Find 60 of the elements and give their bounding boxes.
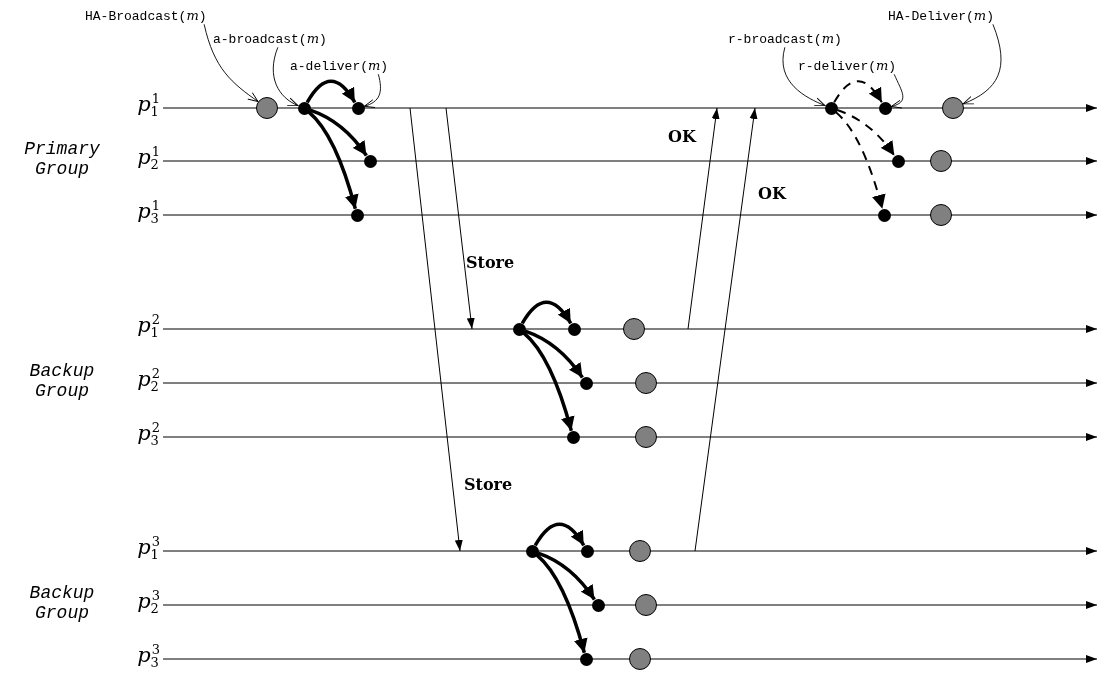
broadcast-arrow xyxy=(833,80,883,104)
event-dot xyxy=(297,101,311,115)
group-label: Backup Group xyxy=(28,362,96,402)
event-dot xyxy=(891,154,905,168)
callout-label: r-broadcast(m) xyxy=(728,32,842,48)
timeline-arrow xyxy=(162,655,1098,663)
broadcast-arrow xyxy=(520,300,573,325)
timeline-arrow xyxy=(162,601,1098,609)
delivery-circle xyxy=(623,318,645,340)
delivery-circle xyxy=(629,648,651,670)
event-dot xyxy=(566,430,580,444)
event-dot xyxy=(525,544,539,558)
event-dot xyxy=(567,322,581,336)
timeline-arrow xyxy=(162,433,1098,441)
broadcast-arrow xyxy=(524,329,584,379)
event-dot xyxy=(877,208,891,222)
event-dot xyxy=(824,101,838,115)
event-dot xyxy=(512,322,526,336)
group-label: Backup Group xyxy=(28,584,96,624)
event-dot xyxy=(878,101,892,115)
broadcast-arrow xyxy=(834,111,886,210)
event-dot xyxy=(579,376,593,390)
timeline-arrow xyxy=(162,157,1098,165)
timeline-arrow xyxy=(162,104,1098,112)
callout-label: a-deliver(m) xyxy=(290,59,389,75)
delivery-circle xyxy=(930,150,952,172)
callout-label: HA-Deliver(m) xyxy=(888,9,994,25)
broadcast-arrow xyxy=(537,551,596,601)
broadcast-arrow xyxy=(836,109,896,157)
callout-label: a-broadcast(m) xyxy=(213,32,327,48)
broadcast-arrow xyxy=(307,110,359,210)
message-label: Store xyxy=(466,254,515,272)
callout-label: r-deliver(m) xyxy=(798,59,897,75)
broadcast-arrow xyxy=(522,331,575,432)
group-label: Primary Group xyxy=(23,140,101,180)
event-dot xyxy=(351,101,365,115)
broadcast-arrow xyxy=(305,79,357,104)
delivery-circle xyxy=(942,97,964,119)
event-dot xyxy=(363,154,377,168)
delivery-circle xyxy=(635,426,657,448)
timeline-arrow xyxy=(162,547,1098,555)
delivery-circle xyxy=(930,204,952,226)
message-label: OK xyxy=(668,128,696,146)
timeline-arrow xyxy=(162,211,1098,219)
delivery-circle xyxy=(629,540,651,562)
event-dot xyxy=(591,598,605,612)
event-dot xyxy=(580,544,594,558)
delivery-circle xyxy=(635,372,657,394)
timeline-arrow xyxy=(162,379,1098,387)
delivery-circle xyxy=(256,97,278,119)
broadcast-arrow xyxy=(533,522,586,547)
timeline-arrow xyxy=(162,325,1098,333)
message-label: OK xyxy=(758,185,786,203)
message-label: Store xyxy=(464,476,513,494)
callout-label: HA-Broadcast(m) xyxy=(85,9,207,25)
broadcast-arrow xyxy=(309,108,368,157)
event-dot xyxy=(350,208,364,222)
event-dot xyxy=(579,652,593,666)
broadcast-arrow xyxy=(535,553,588,654)
delivery-circle xyxy=(635,594,657,616)
